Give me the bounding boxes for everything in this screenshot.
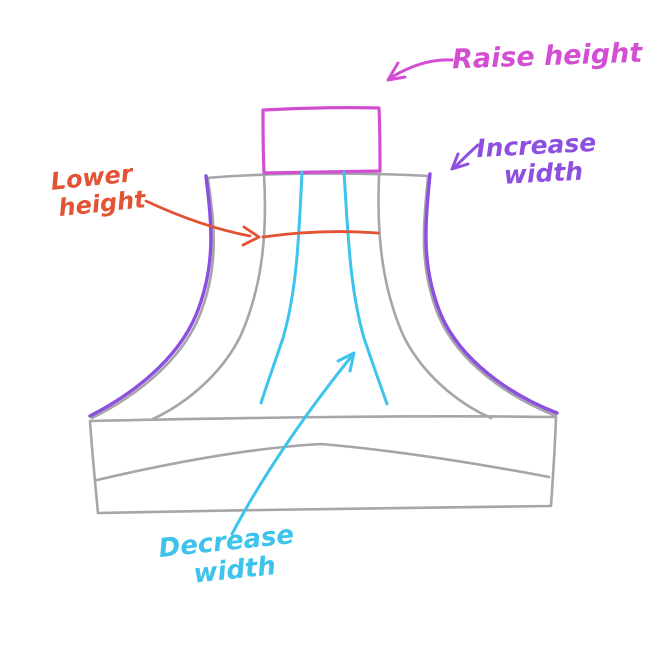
increase-width-arrowhead-icon bbox=[450, 152, 470, 171]
raise-height-rect bbox=[261, 106, 382, 175]
tower-neck-left-edge bbox=[151, 173, 267, 421]
decrease-width-line-right bbox=[342, 170, 389, 406]
tower-shoulder-line bbox=[204, 172, 431, 180]
raise-height-arrow bbox=[390, 58, 454, 79]
lower-height-label: Lower height bbox=[49, 159, 147, 222]
tower-neck-right-edge bbox=[377, 173, 493, 420]
increase-width-label-line2: width bbox=[502, 156, 584, 190]
base-outline bbox=[88, 415, 558, 515]
tower-outer-left-edge bbox=[90, 177, 215, 420]
increase-width-arrow bbox=[452, 143, 480, 170]
decrease-width-line-left bbox=[259, 170, 304, 405]
increase-width-label: Increase width bbox=[476, 128, 599, 191]
raise-height-arrowhead-icon bbox=[386, 61, 407, 82]
decrease-width-arrow bbox=[230, 355, 353, 536]
increase-width-trace-right bbox=[424, 172, 559, 415]
tower-outer-right-edge bbox=[422, 175, 558, 418]
decrease-width-arrowhead-icon bbox=[336, 351, 356, 373]
lower-height-arrow bbox=[144, 199, 252, 238]
increase-width-trace-left bbox=[88, 174, 213, 418]
lower-height-line bbox=[261, 230, 380, 239]
base-chevron-line bbox=[95, 442, 551, 482]
lower-height-arrowhead-icon bbox=[241, 225, 261, 247]
